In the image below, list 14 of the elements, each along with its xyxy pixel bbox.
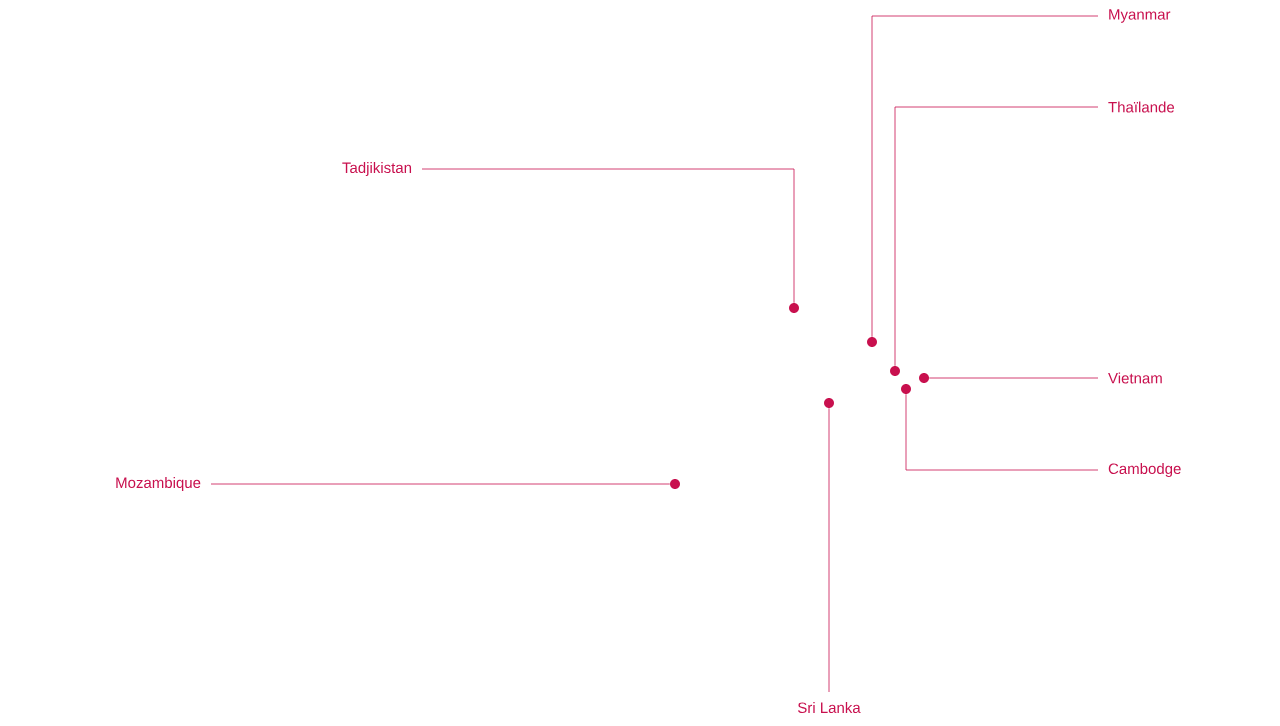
leader-line [210, 483, 671, 485]
country-label: Tadjikistan [342, 162, 412, 176]
leader-line [871, 15, 1099, 338]
country-label: Sri Lanka [798, 702, 861, 713]
leader-line [828, 407, 830, 693]
country-label: Thaïlande [1108, 101, 1175, 113]
leader-line [421, 168, 795, 304]
country-label: Myanmar [1109, 9, 1171, 23]
leader-line [894, 106, 1099, 367]
country-label: Mozambique [116, 477, 201, 491]
country-label: Vietnam [1108, 372, 1162, 384]
leader-line [905, 393, 1099, 471]
leader-line [928, 377, 1099, 379]
country-label: Cambodge [1108, 463, 1181, 477]
